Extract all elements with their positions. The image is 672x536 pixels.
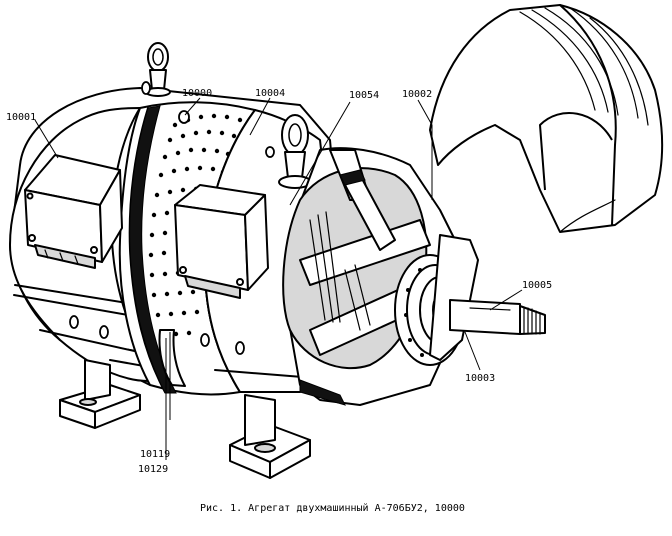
- lifting-eye-left: [145, 42, 171, 97]
- label-10003: 10003: [465, 373, 495, 384]
- bearing-hub: [394, 234, 479, 366]
- label-10001: 10001: [6, 112, 36, 123]
- protective-hood: [429, 4, 664, 233]
- foot-right: [229, 394, 311, 479]
- label-10054: 10054: [349, 90, 379, 101]
- label-10002: 10002: [402, 89, 432, 100]
- leader-lines: [34, 97, 523, 460]
- terminal-box-left: [24, 154, 123, 269]
- label-10000: 10000: [182, 88, 212, 99]
- figure-caption: Рис. 1. Агрегат двухмашинный А-706БУ2, 1…: [200, 502, 465, 514]
- label-10129: 10129: [138, 464, 168, 475]
- lifting-eye-right: [278, 114, 312, 189]
- foot-left: [59, 359, 141, 429]
- shaft: [449, 299, 546, 335]
- label-10119: 10119: [140, 449, 170, 460]
- label-10004: 10004: [255, 88, 285, 99]
- label-10005: 10005: [522, 280, 552, 291]
- terminal-box-right: [174, 184, 269, 299]
